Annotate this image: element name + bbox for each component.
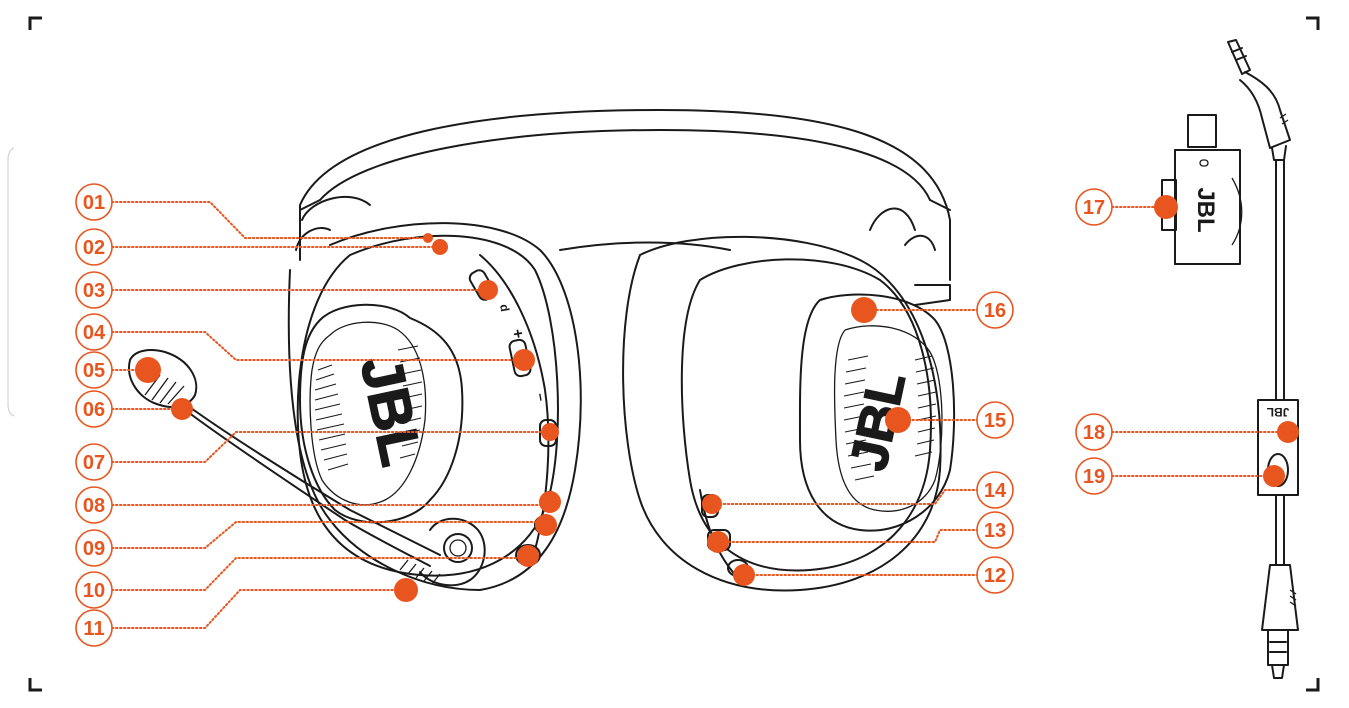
svg-text:07: 07 bbox=[83, 452, 105, 474]
svg-text:09: 09 bbox=[83, 538, 105, 560]
marker-dots bbox=[135, 195, 1299, 602]
svg-text:11: 11 bbox=[83, 618, 104, 640]
callout-badges: 01 02 03 04 05 06 07 08 09 10 11 12 13 1… bbox=[75, 183, 1113, 647]
callout-02: 02 bbox=[75, 228, 113, 266]
leader-09 bbox=[111, 521, 549, 549]
audio-cable: JBL bbox=[1227, 39, 1299, 679]
marker-11 bbox=[394, 578, 418, 602]
marker-15 bbox=[885, 407, 911, 433]
leader-04 bbox=[111, 331, 525, 361]
callout-13: 13 bbox=[976, 511, 1014, 549]
svg-text:13: 13 bbox=[984, 520, 1006, 542]
marker-04 bbox=[513, 349, 535, 371]
callout-04: 04 bbox=[75, 313, 113, 351]
marker-19 bbox=[1263, 465, 1285, 487]
usb-dongle: JBL bbox=[1161, 114, 1243, 265]
svg-text:14: 14 bbox=[984, 480, 1007, 502]
marker-01 bbox=[423, 233, 433, 243]
right-grill-slats bbox=[843, 355, 937, 481]
marker-16 bbox=[851, 297, 877, 323]
leader-10 bbox=[111, 557, 529, 591]
marker-02 bbox=[432, 239, 448, 255]
svg-text:06: 06 bbox=[83, 399, 105, 421]
callout-06: 06 bbox=[75, 390, 113, 428]
callout-05: 05 bbox=[75, 351, 113, 389]
callout-10: 10 bbox=[75, 571, 113, 609]
leader-11 bbox=[111, 589, 407, 629]
svg-text:02: 02 bbox=[83, 237, 105, 259]
svg-text:–: – bbox=[533, 392, 550, 403]
leader-13 bbox=[717, 529, 979, 543]
callout-11: 11 bbox=[75, 609, 113, 647]
callout-16: 16 bbox=[976, 291, 1014, 329]
marker-14 bbox=[702, 494, 722, 514]
dongle-logo: JBL bbox=[1192, 187, 1219, 232]
svg-text:17: 17 bbox=[1083, 197, 1105, 219]
svg-text:05: 05 bbox=[83, 360, 105, 382]
svg-text:19: 19 bbox=[1083, 466, 1105, 488]
callout-08: 08 bbox=[75, 486, 113, 524]
callout-01: 01 bbox=[75, 183, 113, 221]
svg-text:04: 04 bbox=[83, 322, 106, 344]
headband bbox=[295, 109, 951, 281]
marker-09 bbox=[535, 514, 557, 536]
leader-01 bbox=[111, 201, 429, 239]
marker-05 bbox=[135, 357, 161, 383]
svg-text:15: 15 bbox=[984, 410, 1006, 432]
svg-text:16: 16 bbox=[984, 300, 1006, 322]
left-earcup: JBL + d – bbox=[287, 222, 582, 591]
leader-14 bbox=[711, 489, 979, 505]
marker-07 bbox=[541, 423, 559, 441]
callout-17: 17 bbox=[1075, 188, 1113, 226]
svg-text:d: d bbox=[497, 303, 512, 313]
callout-leaders bbox=[111, 201, 1289, 629]
callout-14: 14 bbox=[976, 471, 1014, 509]
marker-06 bbox=[171, 398, 193, 420]
svg-text:+: + bbox=[508, 328, 526, 340]
svg-text:12: 12 bbox=[984, 565, 1006, 587]
callout-09: 09 bbox=[75, 529, 113, 567]
callout-03: 03 bbox=[75, 271, 113, 309]
callout-15: 15 bbox=[976, 401, 1014, 439]
boom-mic bbox=[128, 349, 486, 587]
marker-03 bbox=[478, 280, 498, 300]
marker-08 bbox=[539, 491, 561, 513]
svg-text:08: 08 bbox=[83, 495, 105, 517]
callout-07: 07 bbox=[75, 443, 113, 481]
svg-text:18: 18 bbox=[1083, 422, 1105, 444]
marker-13 bbox=[707, 531, 729, 553]
svg-text:10: 10 bbox=[83, 580, 105, 602]
callout-12: 12 bbox=[976, 556, 1014, 594]
remote-logo: JBL bbox=[1267, 405, 1290, 419]
crop-marks bbox=[28, 16, 1320, 692]
svg-text:03: 03 bbox=[83, 280, 105, 302]
marker-18 bbox=[1277, 421, 1299, 443]
marker-10 bbox=[517, 545, 539, 567]
leader-07 bbox=[111, 431, 551, 463]
callout-18: 18 bbox=[1075, 413, 1113, 451]
marker-12 bbox=[733, 564, 755, 586]
callout-19: 19 bbox=[1075, 457, 1113, 495]
marker-17 bbox=[1154, 195, 1178, 219]
svg-text:01: 01 bbox=[83, 192, 105, 214]
